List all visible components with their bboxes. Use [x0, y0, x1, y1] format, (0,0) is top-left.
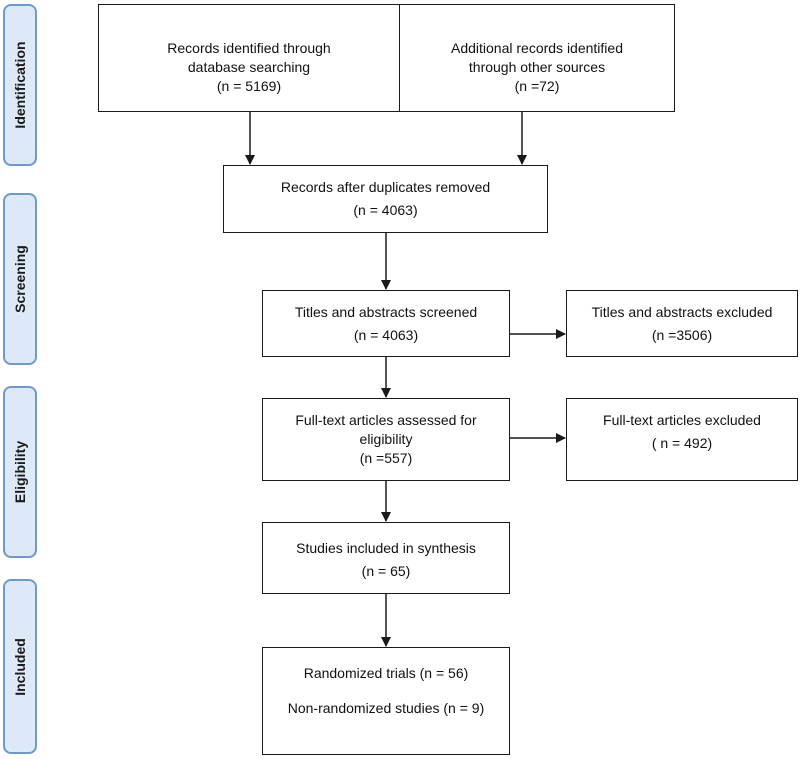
- box-fulltext-excluded: Full-text articles excluded ( n = 492): [566, 398, 798, 481]
- phase-screening: Screening: [3, 193, 37, 365]
- synthesis-line1: Studies included in synthesis: [296, 540, 476, 556]
- fulltext-excluded-count: ( n = 492): [651, 435, 713, 451]
- box-screened-excluded: Titles and abstracts excluded (n =3506): [566, 290, 798, 357]
- phase-identification: Identification: [3, 4, 37, 166]
- box-database-records: Records identified through database sear…: [98, 4, 400, 112]
- box-after-duplicates: Records after duplicates removed (n = 40…: [223, 165, 548, 233]
- fulltext-assessed-count: (n =557): [359, 450, 413, 466]
- database-records-line2: database searching: [187, 59, 311, 75]
- after-duplicates-line1: Records after duplicates removed: [280, 179, 491, 195]
- database-records-count: (n = 5169): [216, 78, 282, 94]
- box-synthesis: Studies included in synthesis (n = 65): [262, 522, 510, 594]
- phase-eligibility: Eligibility: [3, 386, 37, 558]
- other-records-count: (n =72): [514, 78, 560, 94]
- database-records-line1: Records identified through: [167, 40, 331, 56]
- box-other-records: Additional records identified through ot…: [399, 4, 675, 112]
- included-randomized: Randomized trials (n = 56): [303, 665, 469, 681]
- other-records-line1: Additional records identified: [451, 40, 623, 56]
- screened-excluded-line1: Titles and abstracts excluded: [591, 304, 773, 320]
- included-non-randomized: Non-randomized studies (n = 9): [287, 700, 485, 716]
- other-records-line2: through other sources: [468, 59, 606, 75]
- screened-excluded-count: (n =3506): [651, 327, 713, 343]
- fulltext-assessed-line1: Full-text articles assessed for: [295, 412, 477, 428]
- phase-included: Included: [3, 579, 37, 754]
- synthesis-count: (n = 65): [361, 563, 411, 579]
- screened-count: (n = 4063): [353, 327, 419, 343]
- box-included-types: Randomized trials (n = 56) Non-randomize…: [262, 647, 510, 755]
- screened-line1: Titles and abstracts screened: [294, 304, 478, 320]
- after-duplicates-count: (n = 4063): [353, 202, 418, 218]
- fulltext-assessed-line2: eligibility: [359, 431, 413, 447]
- box-fulltext-assessed: Full-text articles assessed for eligibil…: [262, 398, 510, 481]
- fulltext-excluded-line1: Full-text articles excluded: [603, 412, 761, 428]
- box-screened: Titles and abstracts screened (n = 4063): [262, 290, 510, 357]
